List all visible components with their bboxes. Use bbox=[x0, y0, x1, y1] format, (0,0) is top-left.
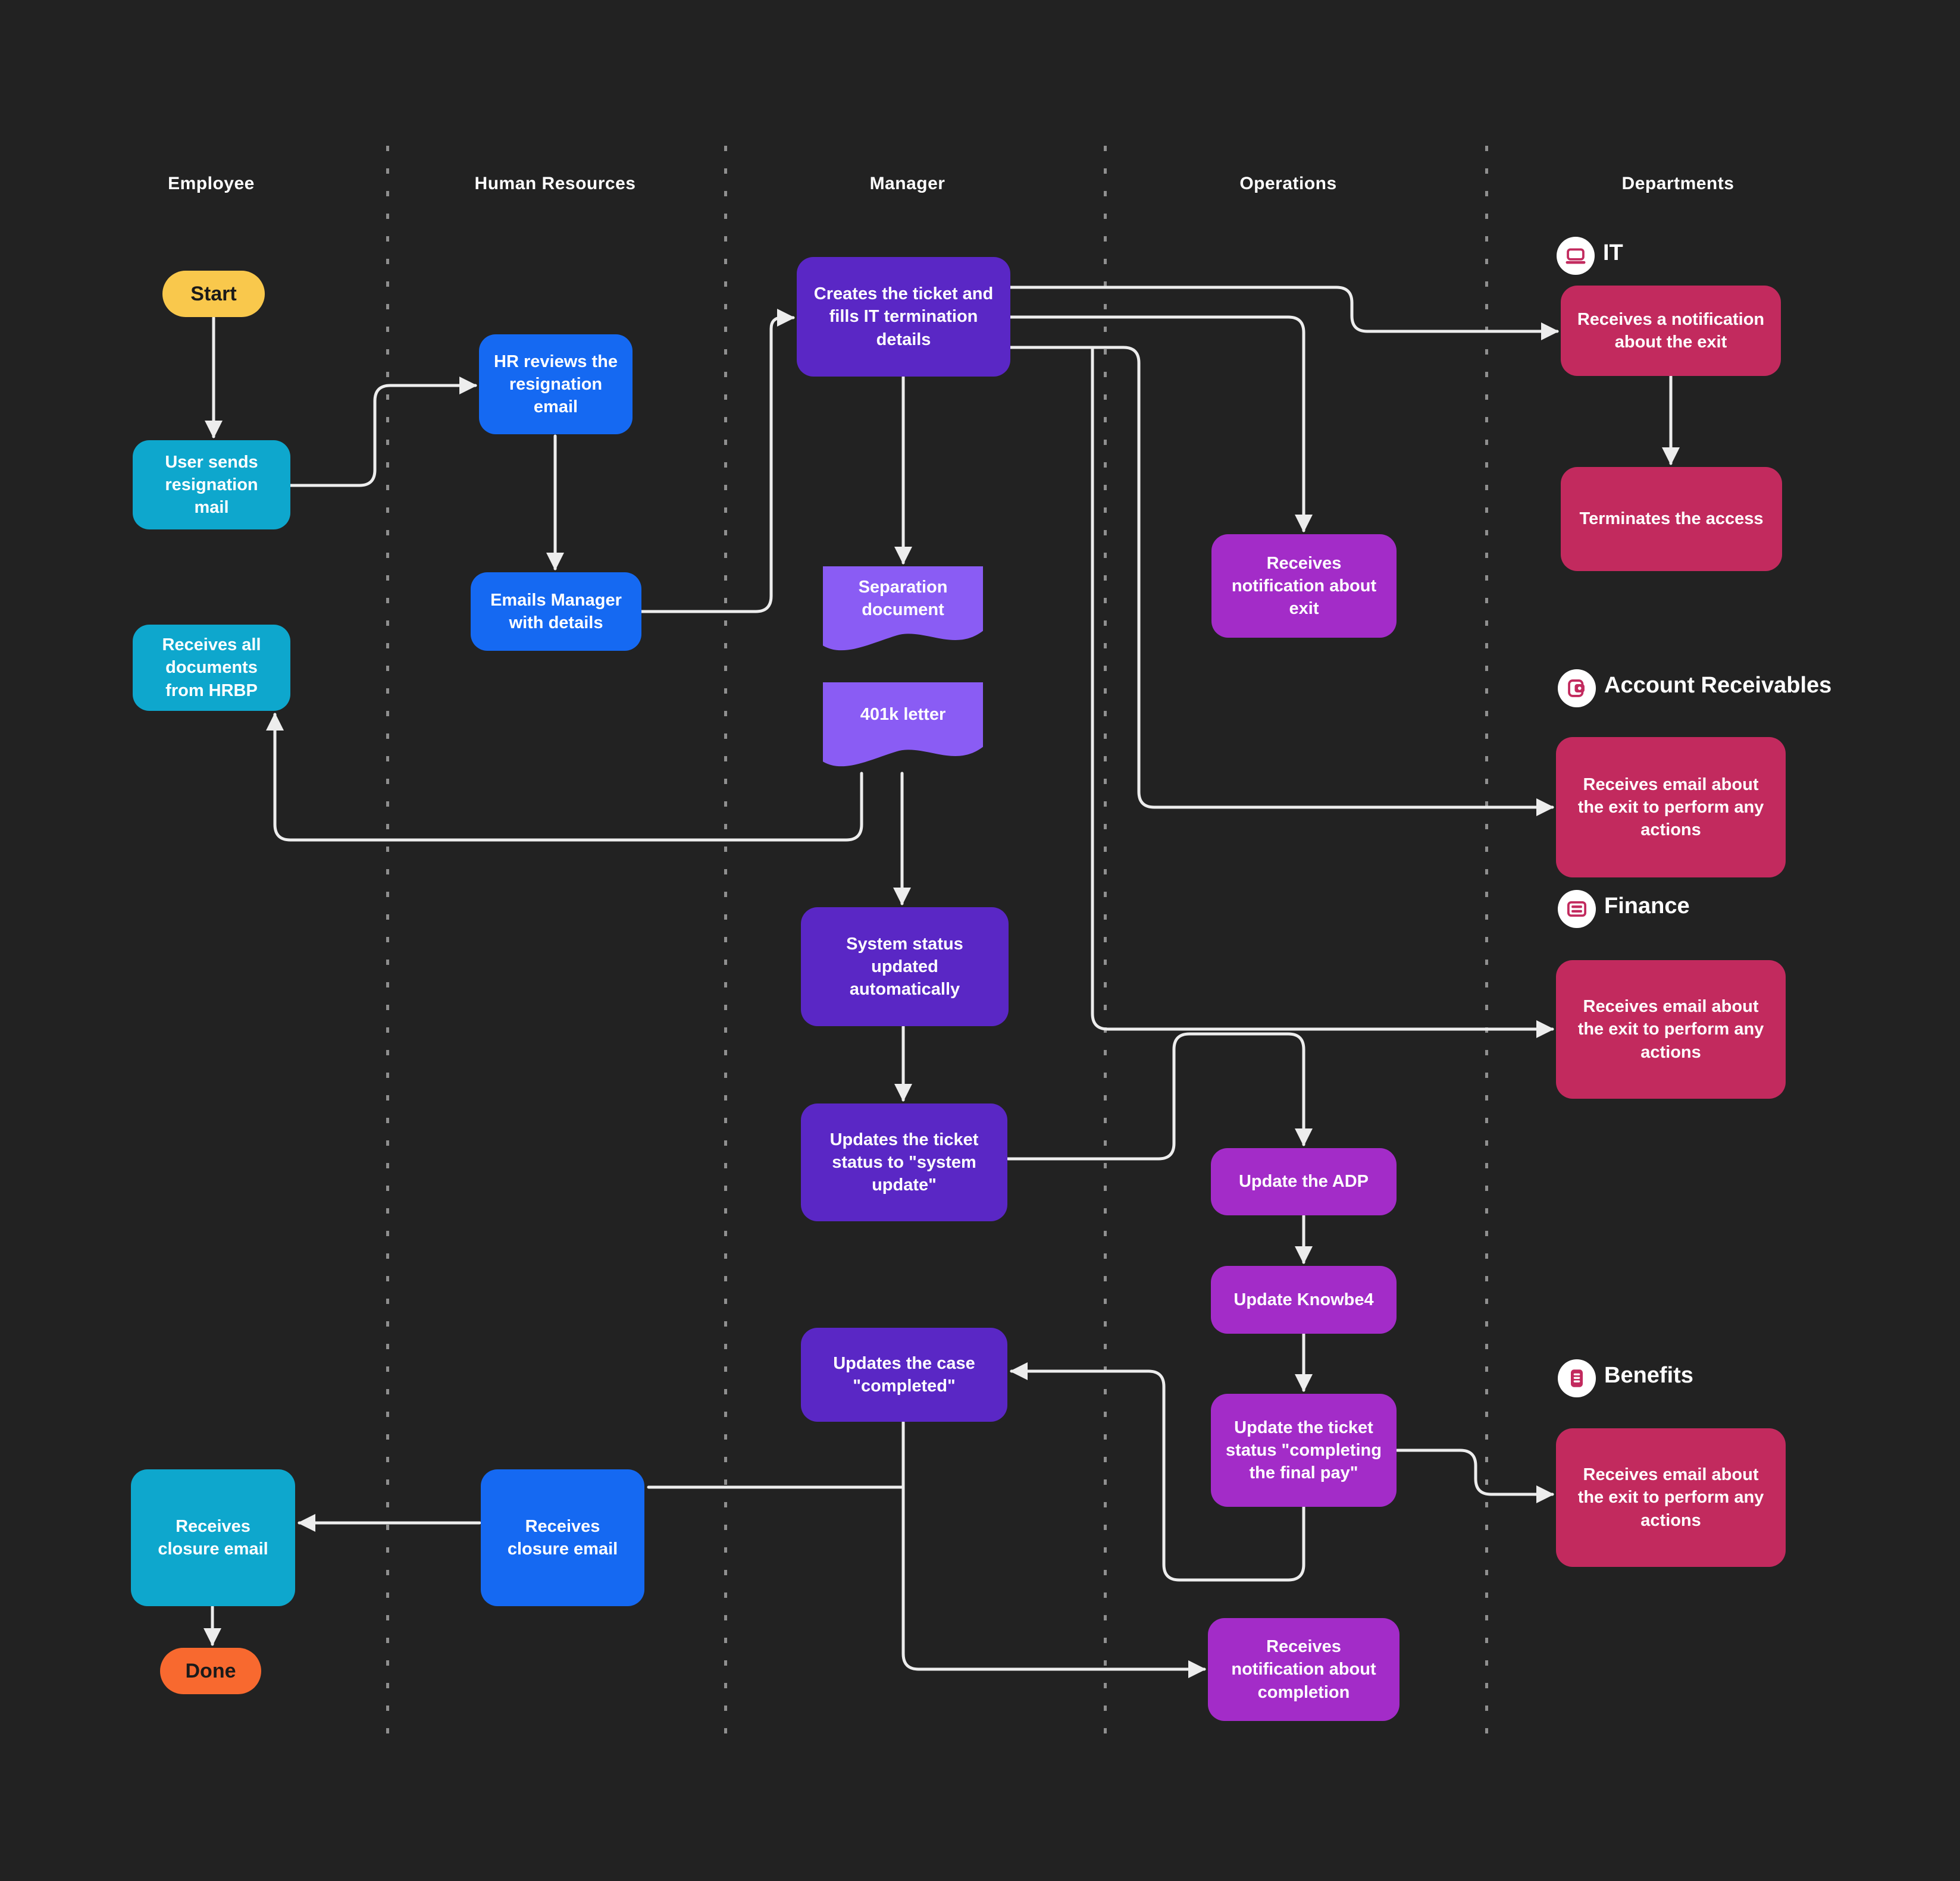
node-label: Receives email about the exit to perform… bbox=[1577, 775, 1764, 840]
node-receives-notification-about-exit[interactable]: Receives notification about exit bbox=[1211, 534, 1397, 638]
node-separation-document[interactable]: Separation document bbox=[823, 566, 983, 659]
connector-creates-ticket-to-ops-notification bbox=[1009, 315, 1313, 532]
department-label-benefits: Benefits bbox=[1604, 1363, 1693, 1388]
node-label: System status updated automatically bbox=[846, 934, 963, 999]
node-updates-ticket-status-system-update[interactable]: Updates the ticket status to "system upd… bbox=[801, 1103, 1007, 1221]
connector-creates-ticket-to-it-notification bbox=[1009, 286, 1559, 340]
department-label-it: IT bbox=[1603, 240, 1623, 265]
node-label: Update the ticket status "completing the… bbox=[1226, 1418, 1382, 1483]
node-label: 401k letter bbox=[860, 705, 946, 725]
node-label: Separation document bbox=[858, 577, 948, 620]
lane-header-departments: Departments bbox=[1621, 174, 1734, 193]
node-label: User sends resignation mail bbox=[165, 452, 258, 518]
connector-creates-ticket-to-account-receivables bbox=[1009, 346, 1554, 816]
node-update-the-adp[interactable]: Update the ADP bbox=[1211, 1148, 1397, 1215]
node-it-receives-notification-about-exit[interactable]: Receives a notification about the exit bbox=[1561, 286, 1781, 376]
node-terminates-the-access[interactable]: Terminates the access bbox=[1561, 467, 1782, 571]
wallet-icon bbox=[1568, 679, 1585, 697]
connector-final-pay-to-updates-case bbox=[1010, 1362, 1305, 1582]
lane-divider-3 bbox=[1104, 146, 1107, 1740]
department-label-account-receivables: Account Receivables bbox=[1604, 673, 1832, 698]
node-label: Receives closure email bbox=[507, 1516, 618, 1559]
node-finance-receives-email[interactable]: Receives email about the exit to perform… bbox=[1556, 960, 1786, 1099]
node-label: Receives a notification about the exit bbox=[1577, 309, 1765, 352]
document-shape bbox=[823, 566, 983, 651]
connector-creates-ticket-to-finance bbox=[1091, 346, 1554, 1038]
node-label: Receives all documents from HRBP bbox=[162, 635, 261, 700]
card-icon bbox=[1567, 901, 1586, 917]
lane-divider-1 bbox=[386, 146, 389, 1740]
node-label: Terminates the access bbox=[1579, 509, 1764, 529]
node-label: Creates the ticket and fills IT terminat… bbox=[813, 284, 994, 349]
lane-divider-4 bbox=[1485, 146, 1488, 1740]
lane-header-human-resources: Human Resources bbox=[474, 174, 636, 193]
node-system-status-updated-automatically[interactable]: System status updated automatically bbox=[801, 907, 1009, 1026]
node-benefits-receives-email[interactable]: Receives email about the exit to perform… bbox=[1556, 1428, 1786, 1567]
node-creates-ticket-fills-it-termination-details[interactable]: Creates the ticket and fills IT terminat… bbox=[797, 257, 1010, 377]
department-label-finance: Finance bbox=[1604, 894, 1690, 918]
node-hr-receives-closure-email[interactable]: Receives closure email bbox=[481, 1469, 644, 1606]
node-label: Receives notification about completion bbox=[1231, 1637, 1376, 1702]
node-label: Done bbox=[185, 1659, 236, 1682]
node-receives-all-documents-from-hrbp[interactable]: Receives all documents from HRBP bbox=[133, 625, 290, 711]
node-start[interactable]: Start bbox=[162, 271, 265, 317]
department-header-finance bbox=[1558, 890, 1596, 928]
node-label: Receives email about the exit to perform… bbox=[1577, 997, 1764, 1062]
node-receives-notification-about-completion[interactable]: Receives notification about completion bbox=[1208, 1618, 1399, 1721]
lane-header-operations: Operations bbox=[1239, 174, 1337, 193]
connector-401k-to-receives-all-documents bbox=[266, 713, 863, 842]
node-label: Update the ADP bbox=[1238, 1172, 1369, 1192]
document-icon bbox=[1571, 1369, 1583, 1387]
node-label: Updates the case "completed" bbox=[833, 1353, 975, 1396]
node-label: Update Knowbe4 bbox=[1233, 1290, 1374, 1309]
node-label: Start bbox=[190, 282, 237, 305]
node-done[interactable]: Done bbox=[160, 1648, 261, 1694]
node-401k-letter[interactable]: 401k letter bbox=[823, 682, 983, 775]
node-label: Emails Manager with details bbox=[490, 590, 622, 632]
node-update-knowbe4[interactable]: Update Knowbe4 bbox=[1211, 1266, 1397, 1334]
node-label: Updates the ticket status to "system upd… bbox=[829, 1130, 979, 1195]
connector-user-sends-to-hr-reviews bbox=[289, 377, 477, 487]
laptop-icon bbox=[1566, 248, 1586, 264]
node-emails-manager-with-details[interactable]: Emails Manager with details bbox=[471, 572, 641, 651]
department-header-account-receivables bbox=[1558, 669, 1596, 707]
node-update-ticket-status-completing-final-pay[interactable]: Update the ticket status "completing the… bbox=[1211, 1394, 1397, 1507]
connector-emails-manager-to-creates-ticket bbox=[640, 309, 795, 613]
connector-final-pay-to-benefits bbox=[1395, 1449, 1554, 1503]
document-shape bbox=[823, 682, 983, 767]
department-header-benefits bbox=[1558, 1359, 1596, 1397]
node-label: Receives notification about exit bbox=[1231, 553, 1377, 619]
node-account-receivables-receives-email[interactable]: Receives email about the exit to perform… bbox=[1556, 737, 1786, 877]
node-user-sends-resignation-mail[interactable]: User sends resignation mail bbox=[133, 440, 290, 529]
department-header-it bbox=[1557, 237, 1595, 275]
lane-header-employee: Employee bbox=[168, 174, 255, 193]
node-label: HR reviews the resignation email bbox=[494, 352, 618, 417]
connector-updates-case-to-completion-notification bbox=[901, 1421, 1206, 1678]
node-hr-reviews-resignation-email[interactable]: HR reviews the resignation email bbox=[479, 334, 633, 434]
lane-header-manager: Manager bbox=[869, 174, 945, 193]
lane-divider-2 bbox=[724, 146, 727, 1740]
node-employee-receives-closure-email[interactable]: Receives closure email bbox=[131, 1469, 295, 1606]
node-label: Receives closure email bbox=[158, 1516, 268, 1559]
node-label: Receives email about the exit to perform… bbox=[1577, 1465, 1764, 1530]
connector-updates-ticket-to-update-adp bbox=[1006, 1032, 1313, 1161]
node-updates-case-completed[interactable]: Updates the case "completed" bbox=[801, 1328, 1007, 1422]
